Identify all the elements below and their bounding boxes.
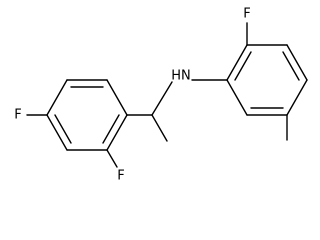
bond-to-f-ortho-left [106, 149, 118, 168]
molecule-canvas: HN F F F [14, 7, 308, 184]
right-benzene-ring [226, 44, 308, 141]
double-bond-l6-l1 [102, 114, 120, 144]
double-bond-r1-r2 [234, 51, 252, 81]
bond-l4-l5 [46, 114, 68, 151]
fluorine-bonds [26, 22, 248, 168]
bond-l1-l2 [106, 79, 128, 116]
bond-r4-r5 [286, 79, 308, 116]
bond-ch-to-methyl [151, 114, 168, 142]
left-benzene-ring [46, 79, 128, 151]
double-bond-l4-l5 [54, 114, 72, 144]
fluorine-para-left-label: F [14, 108, 21, 123]
atom-labels: HN F F F [14, 7, 250, 184]
structure-diagram: HN F F F [14, 7, 308, 184]
fluorine-ortho-left-label: F [117, 169, 124, 184]
nh-label: HN [171, 69, 191, 84]
ethylidene-linker [126, 79, 228, 142]
bond-l3-l4 [46, 79, 68, 116]
bond-r3-r4 [286, 44, 308, 81]
double-bond-r3-r4 [282, 51, 300, 81]
bond-ch-to-nh [151, 81, 173, 116]
bond-r1-r2 [226, 44, 248, 81]
fluorine-top-right-label: F [243, 7, 250, 22]
bond-r6-r1 [226, 79, 248, 116]
bond-l6-l1 [106, 114, 128, 151]
